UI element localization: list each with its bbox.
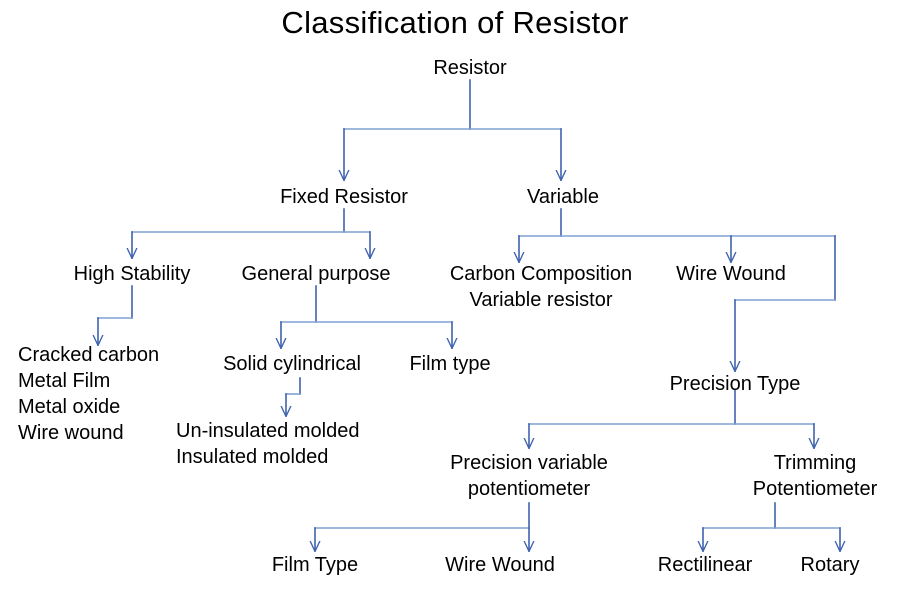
node-general-purpose[interactable]: General purpose xyxy=(241,263,391,285)
node-film-type-2[interactable]: Film Type xyxy=(271,554,359,576)
node-high-stability-types[interactable]: Cracked carbon Metal Film Metal oxide Wi… xyxy=(18,344,160,444)
node-resistor[interactable]: Resistor xyxy=(433,57,507,79)
node-wire-wound-2[interactable]: Wire Wound xyxy=(445,554,555,576)
node-solid-cylindrical[interactable]: Solid cylindrical xyxy=(223,353,361,375)
node-molded-types[interactable]: Un-insulated molded Insulated molded xyxy=(176,420,360,468)
node-trimming-potentiometer[interactable]: Trimming Potentiometer xyxy=(752,452,878,500)
node-rotary[interactable]: Rotary xyxy=(800,554,860,576)
node-film-type[interactable]: Film type xyxy=(409,353,491,375)
node-wire-wound[interactable]: Wire Wound xyxy=(676,263,786,285)
node-fixed-resistor[interactable]: Fixed Resistor xyxy=(280,186,408,208)
page-title: Classification of Resistor xyxy=(281,5,629,40)
node-variable[interactable]: Variable xyxy=(527,186,599,208)
node-precision-variable-potentiometer[interactable]: Precision variable potentiometer xyxy=(450,452,608,500)
node-carbon-composition-variable-resistor[interactable]: Carbon Composition Variable resistor xyxy=(449,263,633,311)
node-precision-type[interactable]: Precision Type xyxy=(669,373,801,395)
node-high-stability[interactable]: High Stability xyxy=(73,263,191,285)
node-rectilinear[interactable]: Rectilinear xyxy=(657,554,753,576)
